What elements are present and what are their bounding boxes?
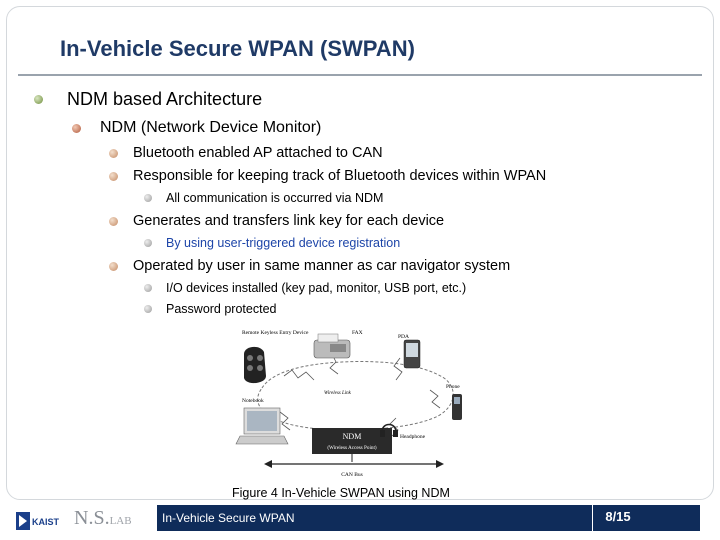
bullet-dot-icon: [144, 194, 152, 202]
bullet-dot-icon: [72, 124, 81, 133]
phone-icon: [452, 394, 462, 420]
label-headphone: Headphone: [400, 434, 426, 440]
label-pda: PDA: [398, 334, 409, 340]
bullet-dot-icon: [109, 172, 118, 181]
bullet-tracking: Responsible for keeping track of Bluetoo…: [109, 168, 547, 184]
pda-icon: [403, 339, 421, 369]
bullet-text: NDM (Network Device Monitor): [100, 119, 322, 136]
bullet-password: Password protected: [144, 302, 277, 316]
link-pda: [393, 357, 403, 381]
bullet-dot-icon: [144, 284, 152, 292]
headphone-icon: [380, 423, 398, 437]
ns-logo-lab: LAB: [109, 515, 132, 527]
label-can-bus: CAN Bus: [341, 472, 363, 478]
link-notebook: [279, 411, 291, 431]
label-notebook: Notebook: [242, 398, 264, 404]
bullet-text: Password protected: [166, 302, 277, 316]
bullet-ndm-architecture: NDM based Architecture: [34, 89, 263, 110]
bullet-text: Operated by user in same manner as car n…: [133, 258, 511, 274]
fax-icon: [313, 333, 351, 359]
label-remote: Remote Keyless Entry Device: [242, 330, 309, 336]
bullet-dot-icon: [34, 95, 43, 104]
bullet-dot-icon: [109, 149, 118, 158]
label-wireless-link: Wireless Link: [324, 391, 352, 396]
bullet-io-devices: I/O devices installed (key pad, monitor,…: [144, 281, 467, 295]
bullet-dot-icon: [144, 239, 152, 247]
label-ndm: NDM: [343, 432, 362, 441]
link-remote: [283, 369, 315, 381]
bullet-text: I/O devices installed (key pad, monitor,…: [166, 281, 467, 295]
bullet-dot-icon: [144, 305, 152, 313]
ndm-access-point: NDM (Wireless Access Point): [312, 428, 392, 454]
can-bus-arrow-left-icon: [264, 460, 272, 468]
kaist-logo: KAIST: [16, 512, 60, 530]
bullet-text: Bluetooth enabled AP attached to CAN: [133, 145, 383, 161]
page-number-bar: [593, 505, 700, 531]
bullet-bluetooth-ap: Bluetooth enabled AP attached to CAN: [109, 145, 383, 161]
bullet-text: NDM based Architecture: [67, 89, 263, 109]
label-ndm-sub: (Wireless Access Point): [327, 444, 377, 451]
bullet-dot-icon: [109, 217, 118, 226]
bullet-text: Generates and transfers link key for eac…: [133, 213, 445, 229]
slide-frame: [6, 6, 714, 500]
bullet-text: Responsible for keeping track of Bluetoo…: [133, 168, 547, 184]
bullet-operated-by-user: Operated by user in same manner as car n…: [109, 258, 511, 274]
figure-caption: Figure 4 In-Vehicle SWPAN using NDM: [232, 486, 450, 500]
ns-lab-logo: N.S.LAB: [74, 507, 132, 530]
notebook-icon: [235, 407, 289, 445]
bullet-dot-icon: [109, 262, 118, 271]
title-divider: [18, 74, 702, 76]
bullet-registration: By using user-triggered device registrat…: [144, 236, 401, 250]
page-number: 8/15: [605, 509, 631, 524]
footer-title-bar: [157, 505, 592, 531]
slide-title: In-Vehicle Secure WPAN (SWPAN): [60, 36, 415, 61]
ns-logo-text: N.S.: [74, 507, 110, 529]
link-phone: [429, 389, 441, 409]
label-phone: Phone: [446, 384, 460, 390]
wireless-link-ring: [257, 361, 454, 431]
footer-title: In-Vehicle Secure WPAN: [162, 511, 295, 525]
remote-keyless-icon: [244, 346, 266, 384]
bullet-communication: All communication is occurred via NDM: [144, 191, 384, 205]
bullet-link-key: Generates and transfers link key for eac…: [109, 213, 445, 229]
bullet-ndm-definition: NDM (Network Device Monitor): [72, 119, 322, 137]
bullet-text: All communication is occurred via NDM: [166, 191, 384, 205]
bullet-text: By using user-triggered device registrat…: [166, 236, 401, 250]
label-fax: FAX: [352, 330, 363, 336]
swpan-architecture-figure: Remote Keyless Entry Device FAX PDA Phon…: [235, 330, 462, 478]
kaist-logo-text: KAIST: [32, 517, 60, 527]
can-bus-arrow-right-icon: [436, 460, 444, 468]
